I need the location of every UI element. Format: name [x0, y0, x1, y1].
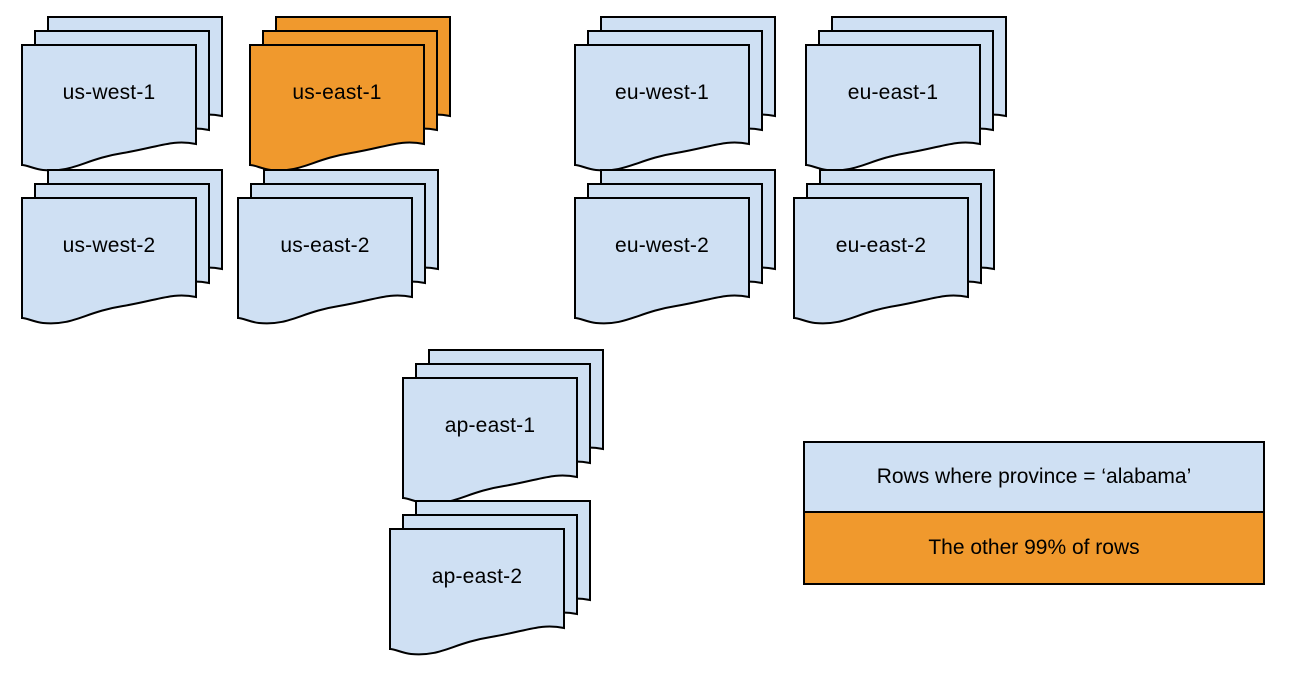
region-stack-us-east-1: us-east-1	[249, 16, 451, 172]
region-stack-ap-east-2: ap-east-2	[389, 500, 591, 656]
legend-item-label: The other 99% of rows	[928, 536, 1140, 559]
document-stack-icon	[574, 16, 776, 172]
document-stack-icon	[793, 169, 995, 325]
region-stack-us-east-2: us-east-2	[237, 169, 439, 325]
legend-item-other-rows: The other 99% of rows	[805, 513, 1263, 583]
region-stack-us-west-1: us-west-1	[21, 16, 223, 172]
document-stack-icon	[21, 169, 223, 325]
document-stack-icon	[402, 349, 604, 505]
legend-item-alabama-rows: Rows where province = ‘alabama’	[805, 443, 1263, 513]
document-stack-icon	[805, 16, 1007, 172]
region-stack-eu-east-2: eu-east-2	[793, 169, 995, 325]
document-stack-icon	[249, 16, 451, 172]
region-stack-eu-west-1: eu-west-1	[574, 16, 776, 172]
region-stack-eu-east-1: eu-east-1	[805, 16, 1007, 172]
legend: Rows where province = ‘alabama’ The othe…	[803, 441, 1265, 585]
document-stack-icon	[389, 500, 591, 656]
document-stack-icon	[574, 169, 776, 325]
region-stack-eu-west-2: eu-west-2	[574, 169, 776, 325]
document-stack-icon	[21, 16, 223, 172]
region-stack-us-west-2: us-west-2	[21, 169, 223, 325]
document-stack-icon	[237, 169, 439, 325]
legend-item-label: Rows where province = ‘alabama’	[876, 465, 1192, 488]
region-stack-ap-east-1: ap-east-1	[402, 349, 604, 505]
